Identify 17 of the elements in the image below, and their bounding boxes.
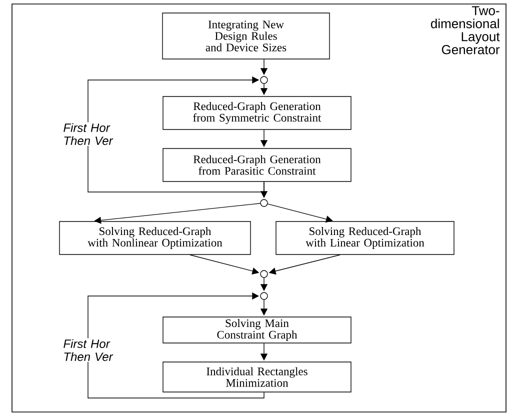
process-box: Reduced-Graph Generation from Symmetric Constraint [162, 96, 352, 130]
arrow [88, 292, 264, 398]
edge-label: First Hor Then Ver [62, 122, 122, 146]
edge-label: First Hor Then Ver [62, 338, 122, 362]
arrow [94, 203, 261, 224]
process-box: Solving Reduced-Graph with Nonlinear Optimization [59, 221, 251, 255]
arrow [88, 76, 264, 192]
process-box: Solving Reduced-Graph with Linear Optimization [276, 221, 454, 255]
junction-circle [260, 199, 268, 207]
process-box: Reduced-Graph Generation from Parasitic Constraint [162, 148, 352, 182]
process-box: Individual Rectangles Minimization [162, 362, 352, 392]
junction-circle [260, 76, 268, 84]
junction-circle [260, 292, 268, 300]
title: Two-dimensional Layout Generator [430, 6, 500, 54]
junction-circle [260, 270, 268, 278]
process-box: Solving Main Constraint Graph [162, 316, 352, 344]
process-box: Integrating New Design Rules and Device Sizes [162, 12, 330, 60]
